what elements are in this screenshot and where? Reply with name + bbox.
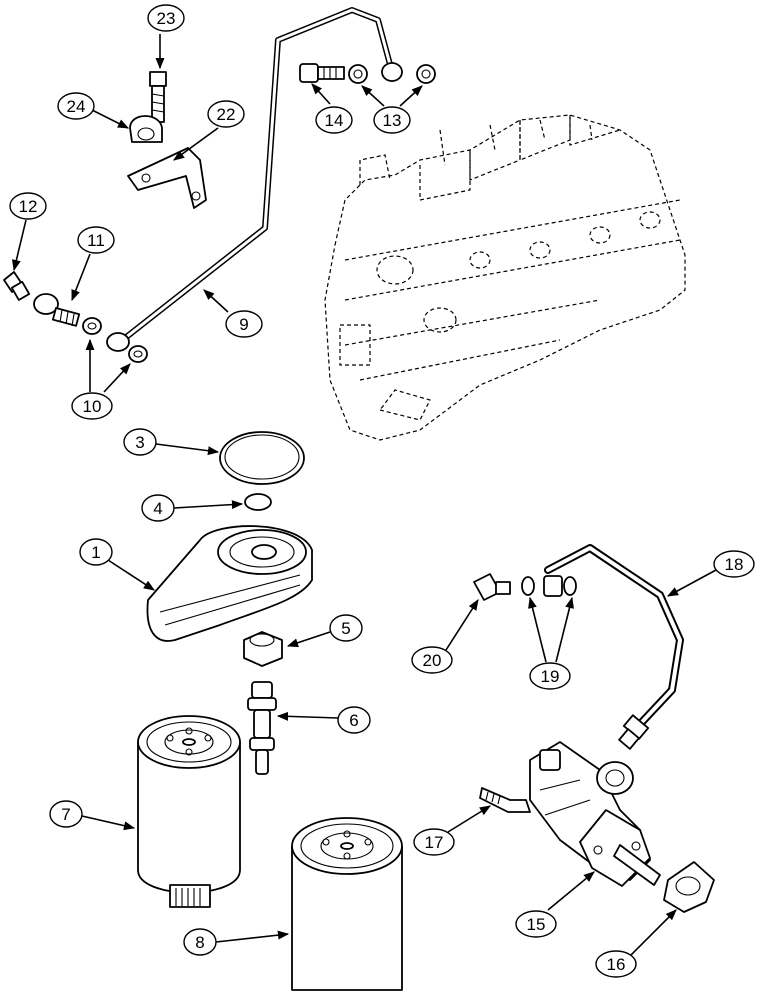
svg-text:10: 10 [83, 397, 102, 416]
svg-text:5: 5 [341, 619, 350, 638]
callout-16: 16 [595, 909, 677, 978]
o-ring-4 [244, 493, 272, 511]
callout-4: 4 [141, 494, 244, 522]
o-ring-3 [219, 431, 305, 485]
svg-text:20: 20 [423, 651, 442, 670]
fuel-line-9 [106, 7, 403, 352]
callout-19: 19 [528, 596, 574, 690]
bracket-22 [127, 147, 207, 209]
callout-5: 5 [286, 614, 363, 648]
svg-text:23: 23 [157, 9, 176, 28]
filter-head-1 [146, 525, 313, 642]
callout-22: 22 [173, 100, 245, 161]
callout-1: 1 [79, 538, 155, 591]
svg-text:1: 1 [91, 543, 100, 562]
callout-12: 12 [9, 192, 47, 272]
svg-text:22: 22 [217, 105, 236, 124]
callout-10: 10 [71, 338, 131, 420]
svg-text:11: 11 [87, 231, 105, 250]
svg-text:9: 9 [239, 315, 248, 334]
svg-text:8: 8 [195, 933, 204, 952]
callout-7: 7 [49, 800, 136, 831]
callout-9: 9 [203, 289, 263, 338]
bolt-23 [149, 71, 167, 123]
washer-10b [128, 345, 148, 363]
svg-text:17: 17 [425, 833, 444, 852]
callout-14: 14 [311, 83, 353, 134]
svg-text:4: 4 [153, 499, 162, 518]
svg-text:6: 6 [349, 711, 358, 730]
fuel-filter-7 [137, 715, 241, 908]
callout-8: 8 [183, 928, 290, 956]
callout-13: 13 [361, 85, 423, 134]
adapter-6 [247, 681, 277, 775]
fuel-line-18 [544, 544, 684, 750]
nut-5 [243, 631, 283, 667]
callout-18: 18 [667, 550, 755, 597]
washer-13a [348, 64, 368, 84]
svg-text:3: 3 [135, 433, 144, 452]
washer-13b [416, 64, 436, 84]
callout-17: 17 [413, 805, 491, 856]
fitting-20 [473, 573, 511, 601]
svg-text:15: 15 [527, 915, 546, 934]
svg-text:12: 12 [19, 197, 38, 216]
fitting-12 [3, 271, 31, 301]
injection-pump-illustration [324, 114, 686, 441]
fitting-17 [479, 787, 531, 813]
svg-text:13: 13 [383, 111, 402, 130]
banjo-bolt-11 [33, 293, 81, 327]
callout-11: 11 [71, 226, 115, 302]
fuel-filter-8 [291, 817, 403, 991]
svg-text:16: 16 [607, 955, 626, 974]
svg-text:24: 24 [67, 97, 86, 116]
lift-pump-15 [529, 741, 661, 887]
callout-3: 3 [123, 428, 220, 456]
washer-10a [82, 317, 102, 335]
callout-6: 6 [276, 706, 371, 734]
svg-text:7: 7 [61, 805, 70, 824]
callout-20: 20 [411, 599, 479, 674]
callout-24: 24 [57, 92, 130, 129]
svg-text:14: 14 [325, 111, 344, 130]
callout-23: 23 [147, 4, 185, 70]
banjo-bolt-14 [299, 63, 345, 83]
svg-text:19: 19 [541, 667, 560, 686]
seal-19a [521, 576, 535, 596]
svg-text:18: 18 [725, 555, 744, 574]
gasket-16 [663, 861, 715, 913]
seal-19b [563, 576, 577, 596]
sleeve-19 [543, 575, 563, 597]
callout-15: 15 [515, 871, 595, 938]
clamp-24 [129, 115, 163, 143]
